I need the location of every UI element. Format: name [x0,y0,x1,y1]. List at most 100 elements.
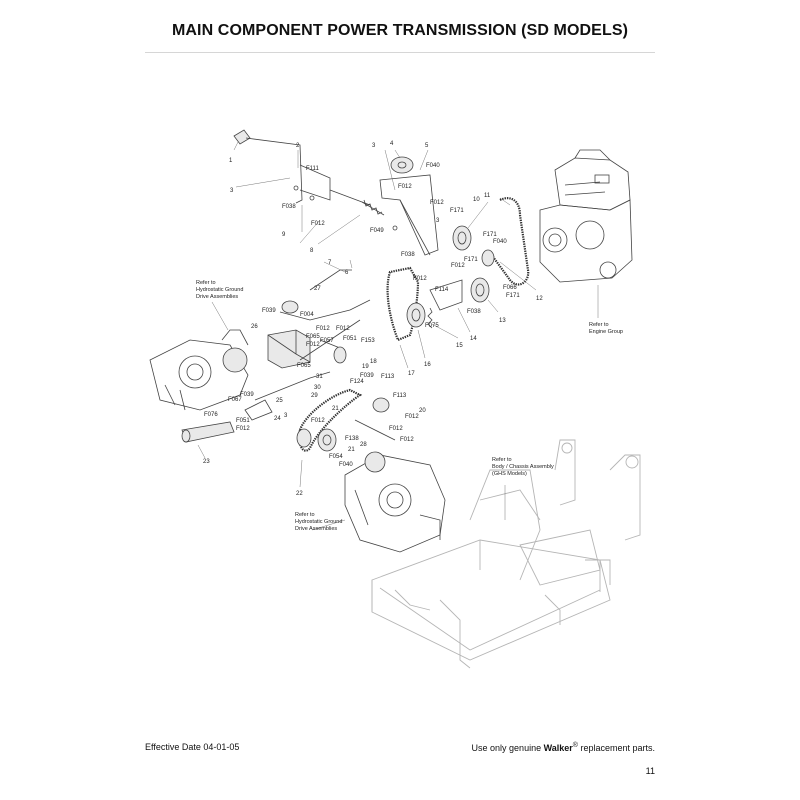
callout-label: 3 [284,413,288,419]
callout-label: 2 [296,143,300,149]
drive-belt-engine [452,197,530,303]
callout-label: F113 [393,393,407,399]
callout-label: F051 [236,418,250,424]
effective-date: Effective Date 04-01-05 [145,742,240,752]
callout-label: F124 [350,379,364,385]
callout-label: 10 [473,197,480,203]
callout-label: 17 [408,371,415,377]
callout-label: F012 [400,437,414,443]
callout-label: 24 [274,416,281,422]
callout-label: F012 [236,426,250,432]
callout-label: 13 [499,318,506,324]
callout-label: 19 [362,364,369,370]
callout-label: F153 [361,338,375,344]
callout-label: F012 [311,221,325,227]
callout-label: F040 [339,462,353,468]
engine-assembly [539,149,633,283]
callout-label: 4 [390,141,394,147]
callout-label: 27 [314,286,321,292]
callout-label: F065 [306,334,320,340]
callout-label: 30 [314,385,321,391]
callout-label: F113 [381,374,395,380]
callout-label: 26 [251,324,258,330]
callout-label: 1 [229,158,233,164]
brand-name: Walker [543,743,573,753]
callout-label: 3 [230,188,234,194]
callout-label: 11 [484,193,491,199]
callout-label: F171 [450,208,464,214]
callout-label: F111 [306,166,319,172]
callout-label: 25 [276,398,283,404]
note-engine: Refer to Engine Group [589,322,623,335]
callout-label: 3 [436,218,440,224]
callout-label: 21 [332,406,339,412]
callout-label: 12 [536,296,543,302]
callout-label: F012 [311,418,325,424]
callout-label: F075 [425,323,439,329]
title-divider [145,52,655,53]
genuine-parts-notice: Use only genuine Walker® replacement par… [471,742,655,753]
callout-label: F051 [343,336,357,342]
callout-label: F039 [240,392,254,398]
callout-label: 16 [424,362,431,368]
callout-label: 7 [328,260,332,266]
callout-label: 6 [345,270,349,276]
idler-pulley-assembly [379,156,439,256]
callout-label: 22 [296,491,303,497]
callout-label: 5 [425,143,429,149]
callout-label: F171 [483,232,497,238]
note-hydro-upper: Refer to Hydrostatic Ground Drive Assemb… [196,280,245,300]
callout-labels: 1 2 3 3 3 3 4 5 6 7 8 9 10 11 12 13 14 1… [203,141,543,497]
callout-label: 23 [203,459,210,465]
leader-lines [197,141,599,531]
callout-label: F004 [300,312,314,318]
callout-label: F038 [282,204,296,210]
callout-label: F012 [413,276,427,282]
chassis-frame [371,439,641,669]
page-title: MAIN COMPONENT POWER TRANSMISSION (SD MO… [171,22,629,39]
callout-label: F171 [506,293,520,299]
callout-label: 15 [456,343,463,349]
callout-label: F114 [435,287,449,293]
hydrostatic-unit-left [149,329,249,411]
callout-label: F049 [370,228,384,234]
hydrostatic-unit-lower [344,451,446,553]
callout-label: F065 [297,363,311,369]
callout-label: F012 [451,263,465,269]
shift-lever-assembly [233,129,385,216]
callout-label: F039 [262,308,276,314]
callout-label: F040 [493,239,507,245]
callout-label: F054 [329,454,343,460]
callout-label: F066 [503,285,517,291]
callout-label: 28 [360,442,367,448]
callout-label: 29 [311,393,318,399]
callout-label: 3 [372,143,376,149]
page-number: 11 [645,766,655,776]
callout-label: F040 [426,163,440,169]
callout-label: F067 [228,397,242,403]
callout-label: F171 [464,257,478,263]
gearbox-assembly [267,269,371,369]
callout-label: F012 [316,326,330,332]
note-body-chassis: Refer to Body / Chassis Assembly (GHS Mo… [492,457,555,477]
drive-belt-lower [181,371,396,452]
callout-label: 18 [370,359,377,365]
callout-label: F012 [398,184,412,190]
callout-label: F057 [320,338,334,344]
callout-label: F012 [306,342,320,348]
callout-label: F012 [389,426,403,432]
callout-label: 31 [316,374,323,380]
callout-label: F038 [401,252,415,258]
callout-label: F039 [360,373,374,379]
callout-label: 9 [282,232,286,238]
drive-belt-center [386,266,463,342]
callout-label: 21 [348,447,355,453]
callout-label: 14 [470,336,477,342]
callout-label: F012 [336,326,350,332]
note-hydro-lower: Refer to Hydrostatic Ground Drive Assemb… [295,512,344,532]
callout-label: 20 [419,408,426,414]
callout-label: F076 [204,412,218,418]
callout-label: F138 [345,436,359,442]
callout-label: 8 [310,248,314,254]
